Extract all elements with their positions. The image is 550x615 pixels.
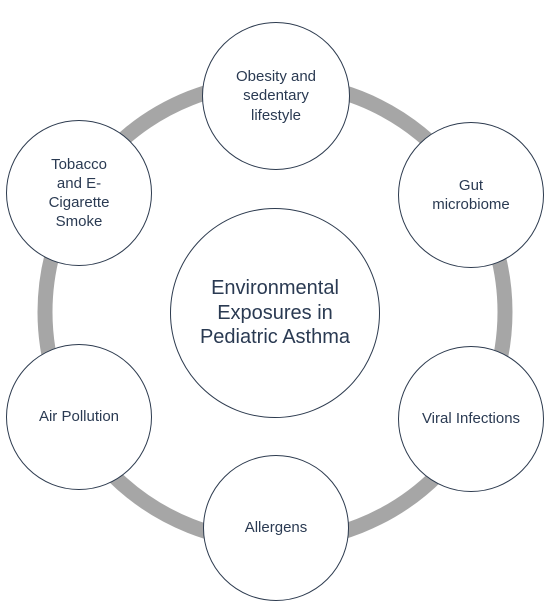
node-tobacco-label: Tobacco and E-Cigarette Smoke [48,155,110,231]
center-node-environmental-exposures: Environmental Exposures in Pediatric Ast… [170,208,380,418]
node-air-label: Air Pollution [38,408,120,426]
node-gut-microbiome: Gut microbiome [398,122,544,268]
center-node-label: Environmental Exposures in Pediatric Ast… [199,277,351,349]
node-gut-label: Gut microbiome [432,176,510,213]
node-viral-label: Viral Infections [421,410,521,428]
node-viral-infections: Viral Infections [398,346,544,492]
node-air-pollution: Air Pollution [6,344,152,490]
node-tobacco-smoke: Tobacco and E-Cigarette Smoke [6,120,152,266]
node-allergens-label: Allergens [244,519,308,537]
node-obesity-label: Obesity and sedentary lifestyle [235,68,317,124]
node-allergens: Allergens [203,455,349,601]
node-obesity-sedentary-lifestyle: Obesity and sedentary lifestyle [202,22,350,170]
